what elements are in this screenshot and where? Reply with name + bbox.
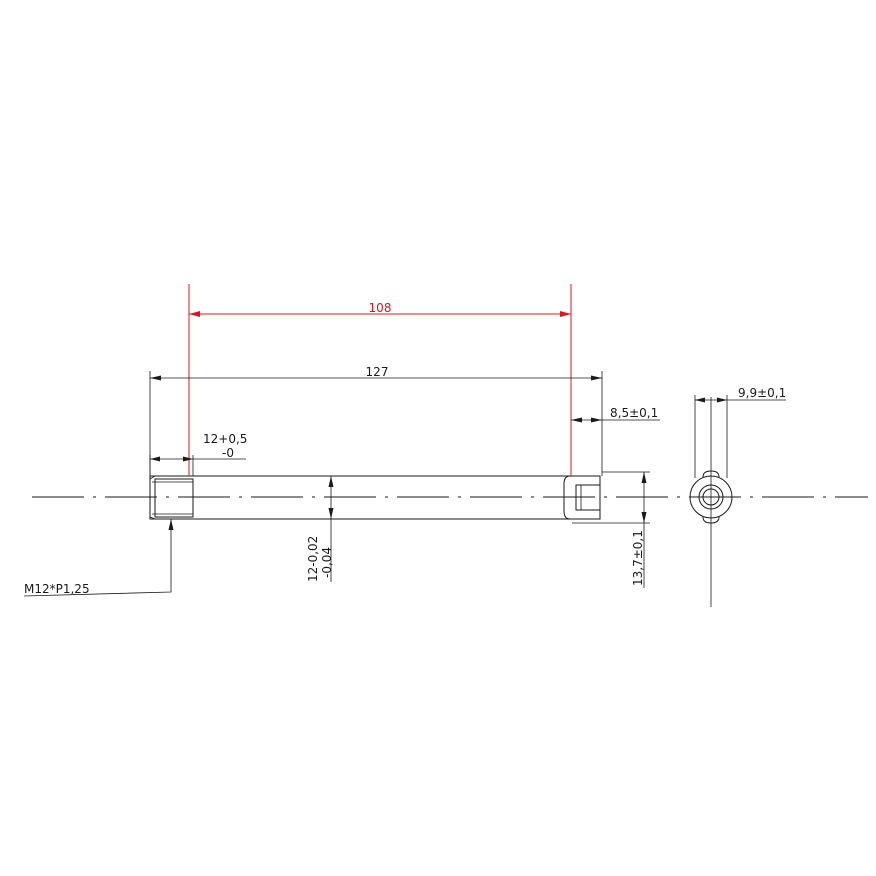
dim-head-length-label: 8,5±0,1 [610,406,658,420]
dim-head-height-arrow-bottom [641,512,647,523]
thread-chamfer-bottom [149,516,156,520]
bolt-side-view [149,475,601,520]
thread-spec-leader: M12*P1,25 [23,519,174,597]
dim-127-arrow-right [591,375,602,381]
dim-thread-arrow-right [183,456,193,462]
end-view-middle-circle [698,484,724,510]
dim-head-length-arrow-right [591,417,602,423]
dim-thread-label-main: 12+0,5 [203,432,247,446]
dim-head-length-arrow-left [571,417,582,423]
dimension-head-height: 13,7±0,1 [572,471,650,588]
dimension-thread-length: 12+0,5 -0 [149,432,247,476]
dim-head-width-arrow-right [717,397,727,403]
thread-section [154,478,194,518]
end-view-top-lug [702,470,720,478]
hex-socket [575,484,601,511]
dim-127-arrow-left [150,375,161,381]
dim-108-arrow-right [560,311,571,317]
dimension-shaft-diameter: 12-0,02 -0,04 [306,476,334,582]
end-view-inner-circle [702,488,720,506]
dim-shaft-label-tol: -0,04 [320,547,334,578]
thread-chamfer-top [149,475,156,480]
dim-shaft-arrow-bottom [328,508,334,519]
dim-head-width-label: 9,9±0,1 [738,386,786,400]
end-view-bottom-lug [702,516,720,524]
dim-108-label: 108 [369,301,392,315]
dimension-108: 108 [188,284,572,476]
dim-head-width-arrow-left [695,397,705,403]
dim-thread-arrow-left [150,456,160,462]
bolt-end-view [689,397,733,607]
dim-head-height-arrow-top [641,472,647,483]
end-view-outer-circle [689,475,733,519]
head-fillet-left [563,475,571,520]
dim-thread-label-tol: -0 [222,446,234,460]
dimension-head-width: 9,9±0,1 [694,386,786,478]
dim-127-label: 127 [366,365,389,379]
thread-leader-line [23,519,172,597]
dim-shaft-label-main: 12-0,02 [306,536,320,582]
dim-head-height-label: 13,7±0,1 [631,530,645,586]
dimension-head-length: 8,5±0,1 [571,406,660,423]
thread-leader-arrow [168,519,174,530]
dim-shaft-arrow-top [328,476,334,487]
dim-108-arrow-left [189,311,200,317]
thread-spec-label: M12*P1,25 [24,582,90,596]
